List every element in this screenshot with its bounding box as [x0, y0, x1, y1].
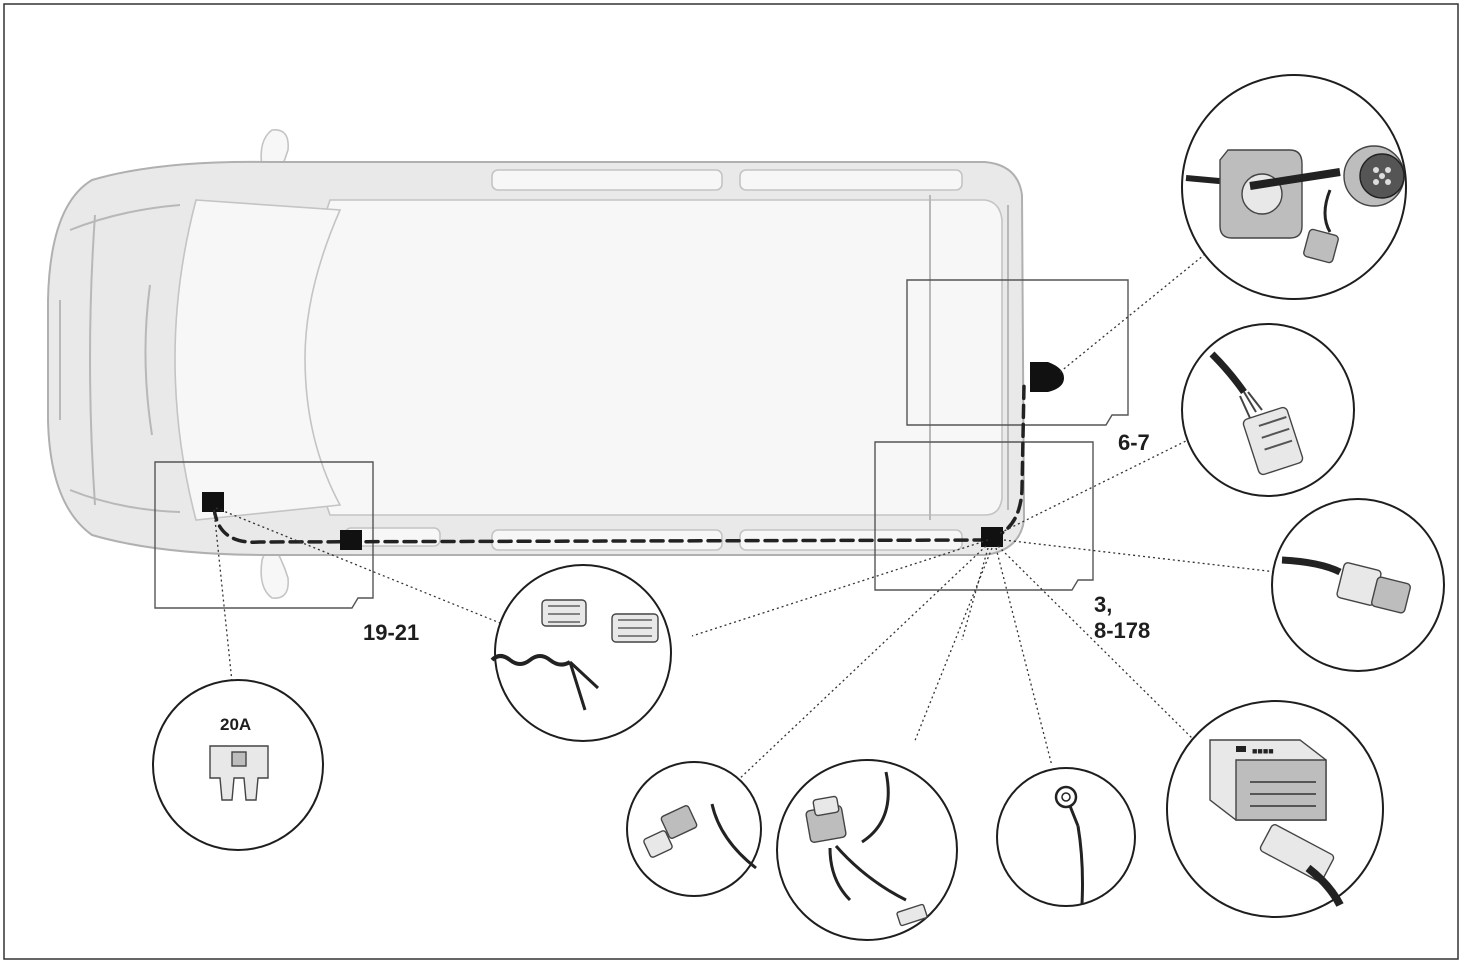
ground-eyelet-detail	[996, 767, 1136, 907]
wiring-harness	[202, 362, 1064, 550]
van-top-view	[47, 129, 1026, 599]
fuse-detail: 20A	[152, 679, 324, 851]
section-frame-front	[154, 461, 374, 609]
socket-detail	[1181, 74, 1407, 300]
section-frame-rear-top	[906, 279, 1129, 426]
module-logo: ■■■■	[1252, 746, 1274, 756]
junction-rear	[981, 527, 1003, 547]
label-front-section: 19-21	[363, 620, 419, 645]
section-frame-rear-bottom	[874, 441, 1094, 591]
diagram-border	[3, 3, 1459, 960]
connector-plug-side-detail	[1271, 498, 1445, 672]
label-rear-bottom-line1: 3,	[1094, 592, 1112, 617]
junction-mid	[340, 530, 362, 550]
label-rear-top-section: 6-7	[1118, 430, 1150, 455]
leader-lines	[213, 254, 1277, 783]
label-rear-bottom-line2: 8-178	[1094, 618, 1150, 643]
control-module-detail: ■■■■	[1166, 700, 1384, 918]
relay-harness-detail	[776, 759, 958, 941]
socket-end	[1030, 362, 1064, 392]
wire-splice-detail	[490, 564, 672, 742]
connector-plug-detail	[1181, 323, 1355, 497]
fuse-rating-label: 20A	[220, 715, 251, 734]
clip-connector-detail	[626, 761, 762, 897]
junction-front	[202, 492, 224, 512]
